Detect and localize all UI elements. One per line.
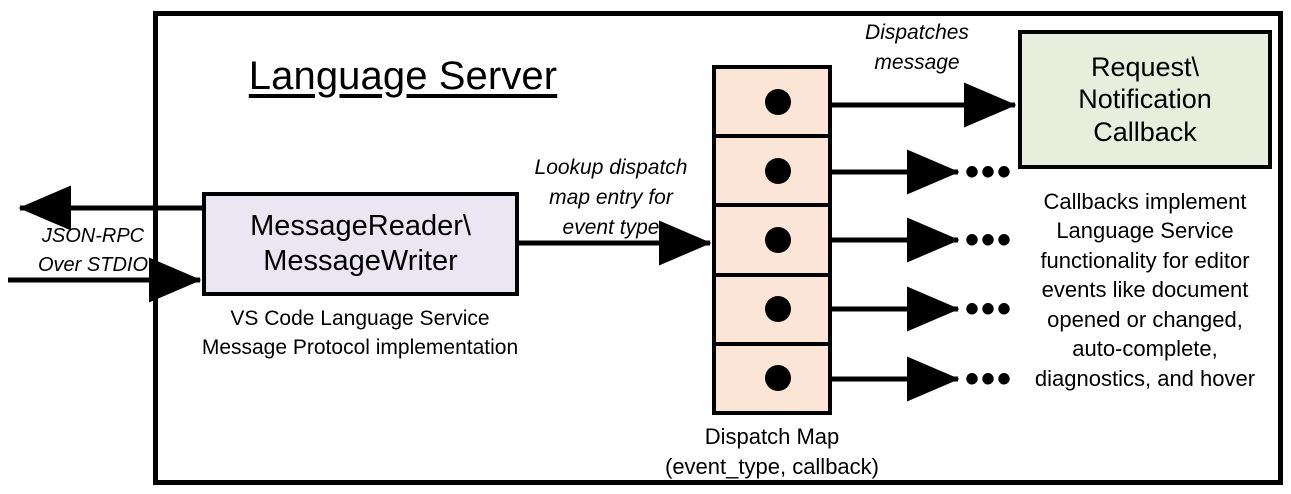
message-reader-writer-label: MessageReader\ MessageWriter	[250, 210, 471, 277]
dot-icon	[765, 365, 791, 392]
callback-caption: Callbacks implement Language Service fun…	[1034, 189, 1256, 391]
message-reader-writer-caption: VS Code Language Service Message Protoco…	[201, 307, 519, 359]
dot-icon	[765, 296, 791, 323]
ellipsis-row-4: •••	[965, 287, 1014, 331]
dispatch-map-row-1[interactable]	[716, 69, 828, 139]
dispatch-map-row-2[interactable]	[716, 138, 828, 208]
dispatch-map-row-4[interactable]	[716, 277, 828, 346]
page-title: Language Server	[248, 54, 558, 98]
request-notification-callback-label: Request\ Notification Callback	[1078, 51, 1212, 147]
request-notification-callback-box[interactable]: Request\ Notification Callback	[1018, 30, 1272, 169]
ellipsis-row-2: •••	[965, 150, 1014, 194]
dispatch-map-row-5[interactable]	[716, 346, 828, 411]
dispatch-map-table[interactable]	[712, 65, 832, 415]
dot-icon	[765, 157, 791, 184]
edge-label-jsonrpc: JSON-RPC Over STDIO	[37, 225, 148, 276]
ellipsis-row-5: •••	[965, 357, 1014, 401]
ellipsis-row-3: •••	[965, 218, 1014, 262]
dot-icon	[765, 227, 791, 253]
edge-label-dispatches: Dispatches message	[865, 21, 969, 74]
dispatch-map-row-3[interactable]	[716, 207, 828, 277]
message-reader-writer-box[interactable]: MessageReader\ MessageWriter	[202, 192, 519, 296]
edge-label-lookup: Lookup dispatch map entry for event type	[534, 156, 688, 239]
dispatch-map-caption: Dispatch Map (event_type, callback)	[665, 424, 879, 479]
language-server-boundary	[153, 11, 1283, 485]
dot-icon	[765, 88, 791, 115]
